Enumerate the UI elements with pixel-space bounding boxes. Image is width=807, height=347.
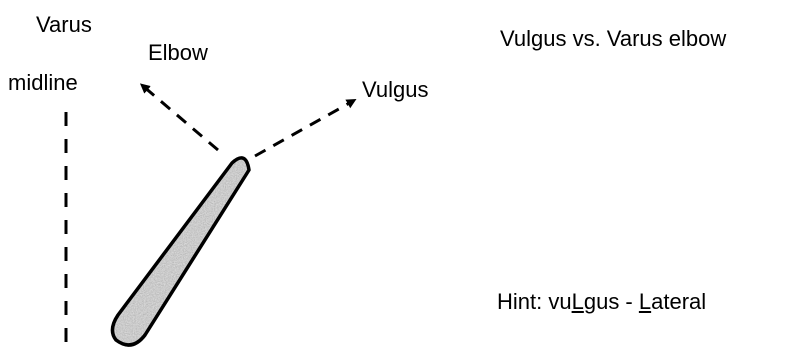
forearm-bone xyxy=(110,156,251,347)
diagram-title: Vulgus vs. Varus elbow xyxy=(500,26,727,51)
hint-middle: gus - xyxy=(583,289,639,314)
hint-underlined-letter: L xyxy=(571,289,584,314)
vulgus-label: Vulgus xyxy=(362,77,429,102)
hint-suffix: ateral xyxy=(651,289,707,314)
vulgus-direction-arrow xyxy=(254,99,357,158)
midline-label: midline xyxy=(8,70,78,95)
hint-prefix: Hint: vu xyxy=(497,289,572,314)
hint-text: Hint: vuLgus - Lateral xyxy=(497,289,706,315)
varus-label: Varus xyxy=(36,12,92,37)
hint-underlined-letter-2: L xyxy=(638,289,652,314)
elbow-label: Elbow xyxy=(148,40,208,65)
elbow-direction-arrow xyxy=(139,83,219,152)
